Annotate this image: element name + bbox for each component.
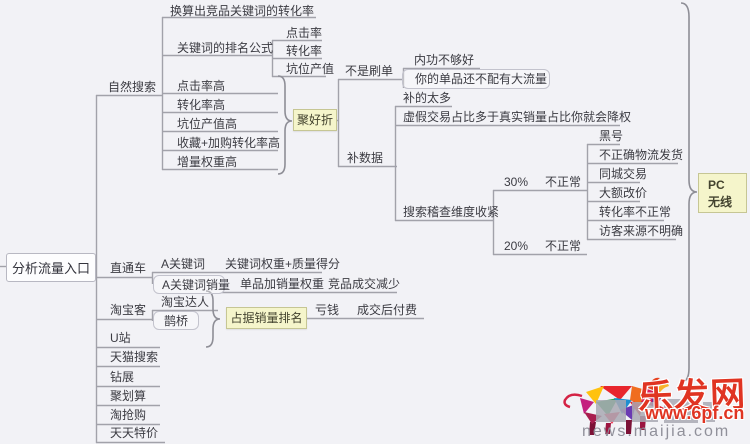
node-zuanzhan[interactable]: 钻展: [110, 370, 135, 384]
node-slot-high[interactable]: 坑位产值高: [177, 117, 238, 131]
root-node[interactable]: 分析流量入口: [6, 253, 96, 282]
wireless-line: 无线: [708, 195, 733, 209]
node-a-keyword-sales: A关键词销量: [162, 278, 231, 292]
node-competitor-drop[interactable]: 竞品成交减少: [328, 277, 401, 291]
watermark-mosaic-block: [664, 399, 698, 423]
node-taobao-daren[interactable]: 淘宝达人: [161, 295, 210, 309]
node-queqiao-box[interactable]: 鹊桥: [153, 311, 199, 330]
node-abnormal-cvr[interactable]: 转化率不正常: [599, 205, 672, 219]
node-lose-money[interactable]: 亏钱: [315, 303, 340, 317]
tag-sales-rank[interactable]: 占据销量排名: [226, 307, 307, 329]
node-not-brushing[interactable]: 不是刷单: [345, 64, 394, 78]
node-juhuasuan[interactable]: 聚划算: [110, 389, 147, 403]
node-a-keyword-sales-box[interactable]: A关键词销量: [153, 275, 230, 294]
node-queqiao: 鹊桥: [164, 314, 189, 328]
node-inner-skill[interactable]: 内功不够好: [414, 53, 475, 67]
node-keyword-weight[interactable]: 关键词权重+质量得分: [225, 257, 341, 271]
node-cvr[interactable]: 转化率: [286, 44, 323, 58]
node-zhitongche[interactable]: 直通车: [110, 261, 147, 275]
node-a-keyword[interactable]: A关键词: [161, 257, 206, 271]
node-abnormal-30[interactable]: 不正常: [545, 175, 582, 189]
connector-lines: [0, 16, 678, 444]
node-u-site[interactable]: U站: [110, 331, 131, 345]
node-slot-value[interactable]: 坑位产值: [286, 62, 335, 76]
node-inc-weight-high[interactable]: 增量权重高: [177, 155, 238, 169]
node-black-account[interactable]: 黑号: [599, 129, 624, 143]
watermark-mosaic-block: [596, 400, 626, 422]
watermark-url: www.6pf.cn: [645, 403, 745, 423]
node-search-audit[interactable]: 搜索稽查维度收紧: [403, 205, 500, 219]
node-pct-20[interactable]: 20%: [504, 239, 529, 253]
node-tmall-search[interactable]: 天猫搜索: [110, 350, 159, 364]
node-abnormal-20[interactable]: 不正常: [545, 239, 582, 253]
node-big-price-change[interactable]: 大额改价: [599, 186, 648, 200]
node-fav-cart-high[interactable]: 收藏+加购转化率高: [177, 136, 281, 150]
node-fake-ratio[interactable]: 虚假交易占比多于真实销量占比你就会降权: [403, 110, 632, 124]
node-too-much[interactable]: 补的太多: [403, 91, 452, 105]
brace-juhaozhe: [277, 75, 293, 175]
tag-juhaozhe[interactable]: 聚好折: [293, 109, 337, 131]
node-same-city[interactable]: 同城交易: [599, 167, 648, 181]
node-tiantian-tejia[interactable]: 天天特价: [110, 426, 159, 440]
node-natural-search[interactable]: 自然搜索: [108, 80, 157, 94]
watermark-mosaic-block: [703, 402, 715, 422]
node-taoqianggou[interactable]: 淘抢购: [110, 408, 147, 422]
node-taobaoke[interactable]: 淘宝客: [110, 303, 147, 317]
node-unclear-visitor[interactable]: 访客来源不明确: [599, 224, 684, 238]
node-ctr-high[interactable]: 点击率高: [177, 79, 226, 93]
tag-pc-wireless[interactable]: PC 无线: [698, 173, 747, 213]
watermark-mosaic-block: [632, 402, 658, 422]
node-ctr[interactable]: 点击率: [286, 26, 323, 40]
node-pct-30[interactable]: 30%: [504, 175, 529, 189]
node-item-not-worthy-box[interactable]: 你的单品还不配有大流量: [402, 69, 550, 89]
node-item-sales-weight[interactable]: 单品加销量权重: [240, 277, 325, 291]
brace-pc-wireless: [680, 2, 698, 383]
brace-sales-rank: [205, 290, 221, 348]
watermark-subdomain: news.maijia.com: [582, 423, 731, 440]
pc-line: PC: [708, 178, 725, 192]
node-data-padding[interactable]: 补数据: [347, 151, 384, 165]
node-convert-rate[interactable]: 换算出竞品关键词的转化率: [170, 4, 315, 18]
node-cvr-high[interactable]: 转化率高: [177, 98, 226, 112]
node-item-not-worthy: 你的单品还不配有大流量: [415, 72, 548, 86]
node-ranking-formula[interactable]: 关键词的排名公式: [177, 41, 274, 55]
node-pay-after-deal[interactable]: 成交后付费: [357, 303, 418, 317]
node-wrong-logistics[interactable]: 不正确物流发货: [599, 148, 684, 162]
